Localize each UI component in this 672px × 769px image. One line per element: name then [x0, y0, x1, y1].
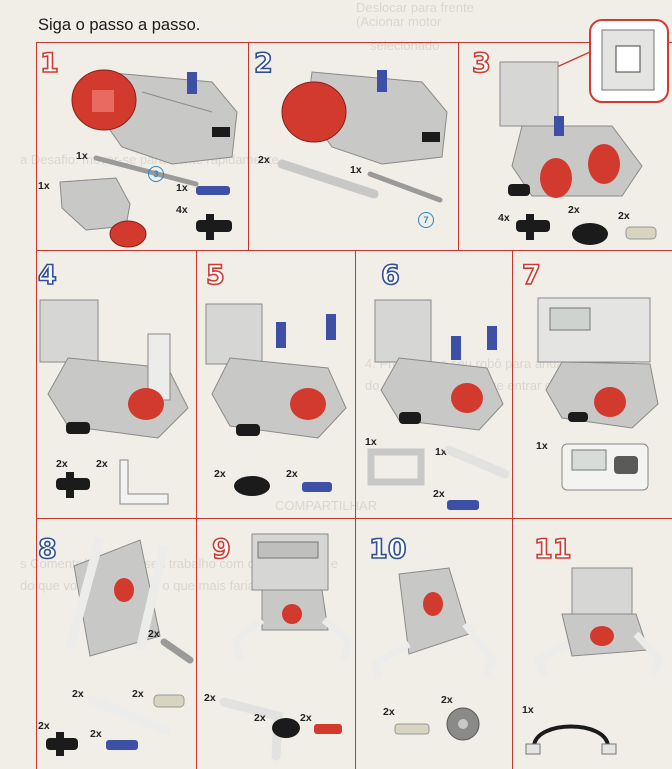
beige-axle-image: [394, 723, 430, 735]
blue-pin-image: [302, 482, 332, 492]
beige-pin-image: [625, 226, 657, 240]
motor-assembly-image: [71, 69, 238, 165]
length-marker: 3: [148, 166, 164, 182]
step-6: 6 1x 1x 2x: [355, 250, 512, 518]
angled-beam-image: [219, 697, 283, 761]
wheel-image: [446, 707, 480, 741]
page-title: Siga o passo a passo.: [38, 16, 201, 34]
step-8: 8 2x 2x 2x 2x 2x: [36, 518, 196, 769]
blue-pin-image: [196, 186, 230, 195]
assembly-image: [537, 297, 659, 429]
assembly-image: [370, 567, 498, 679]
assembly-image: [39, 299, 189, 439]
step-number: 11: [533, 534, 572, 565]
beam-image: [277, 159, 379, 199]
black-cam-image: [272, 718, 300, 738]
motor-assembly-image: [281, 70, 448, 165]
step-11: 11 1x: [512, 518, 672, 769]
l-beam-image: [119, 459, 169, 505]
long-beam-image: [87, 695, 171, 735]
step-number: 3: [471, 48, 491, 79]
step-number: 7: [521, 260, 541, 291]
step-number: 10: [368, 534, 407, 565]
step-4: 4 2x 2x: [36, 250, 196, 518]
black-pin-image: [56, 472, 90, 498]
motor-assembly-image: [499, 61, 643, 198]
assembly-image: [533, 567, 665, 678]
blue-pin-image: [106, 740, 138, 750]
step-5: 5 2x 2x: [196, 250, 355, 518]
black-pin-image: [46, 732, 78, 756]
step-number: 6: [380, 260, 400, 291]
step-number: 2: [253, 48, 273, 79]
gray-axle-pin-image: [160, 638, 194, 664]
step-3: 3 4x 2x 2x: [458, 19, 672, 250]
ev3-brick-image: [561, 443, 649, 491]
step-number: 9: [211, 534, 231, 565]
motor-part-image: [59, 177, 147, 248]
step-7: 7 1x: [512, 250, 672, 518]
zoom-callout: [589, 19, 669, 103]
black-pin-image: [196, 214, 232, 240]
step-1: 1 1x 3 1x 1x 4x: [36, 42, 248, 250]
assembly-image: [65, 536, 169, 657]
step-2: 2 2x 1x 7: [248, 42, 458, 250]
cable-image: [525, 724, 617, 755]
step-number: 1: [39, 48, 59, 79]
beige-pin-image: [153, 694, 185, 708]
beam-image: [444, 445, 510, 479]
length-marker: 7: [418, 212, 434, 228]
step-number: 8: [37, 534, 57, 565]
frame-image: [367, 448, 425, 486]
step-10: 10 2x 2x: [355, 518, 512, 769]
step-number: 5: [205, 260, 225, 291]
assembly-image: [374, 299, 504, 431]
step-9: 9 2x 2x 2x: [196, 518, 355, 769]
black-cam-image: [572, 223, 608, 245]
black-cam-image: [234, 476, 270, 496]
blue-pin-image: [447, 500, 479, 510]
axle-image: [367, 171, 443, 203]
assembly-image: [232, 533, 352, 661]
black-pin-image: [516, 214, 550, 240]
red-pin-image: [314, 724, 342, 734]
axle-image: [93, 155, 199, 187]
step-number: 4: [37, 260, 57, 291]
assembly-image: [205, 303, 347, 439]
